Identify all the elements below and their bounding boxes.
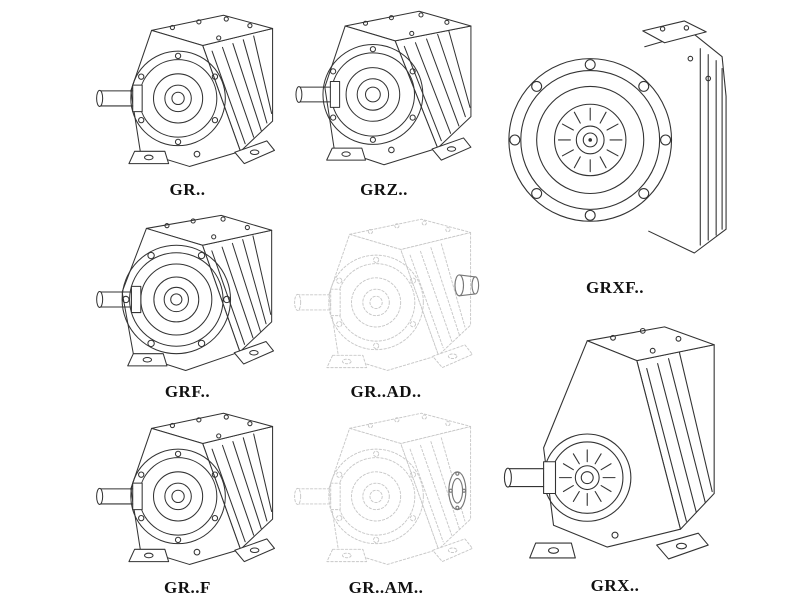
gearbox-figure-gr-f: GR..F [85,400,290,600]
gearbox-illustration-gr [95,14,275,167]
gearbox-label-grz: GRZ.. [360,180,408,199]
gearbox-illustration-grf [95,214,274,372]
gearbox-illustration-grx [503,326,715,560]
gearbox-figure-grxf: GRXF.. [495,0,735,300]
gearbox-figure-grz: GRZ.. [283,2,485,202]
gearbox-label-gr-f: GR..F [164,578,211,597]
gearbox-figure-grx: GRX.. [495,300,735,598]
gearbox-label-gr-am: GR..AM.. [348,578,424,597]
gearbox-figure-gr-am: GR..AM.. [285,400,487,600]
gearbox-illustration-gr-ad [294,218,480,371]
gearbox-illustration-gr-am [294,412,473,565]
gearbox-illustration-grz [295,10,472,166]
gearbox-figure-grf: GRF.. [85,206,290,404]
gearbox-label-gr-ad: GR..AD.. [350,382,422,401]
gearbox-label-grx: GRX.. [590,576,640,595]
gearbox-figure-gr: GR.. [85,2,290,202]
gearbox-illustration-gr-f [95,412,275,565]
gearbox-figure-gr-ad: GR..AD.. [285,206,487,404]
gearbox-illustration-grxf [508,20,727,254]
gearbox-label-grf: GRF.. [164,382,211,401]
gearbox-label-grxf: GRXF.. [585,278,645,297]
gearbox-label-gr: GR.. [169,180,206,199]
